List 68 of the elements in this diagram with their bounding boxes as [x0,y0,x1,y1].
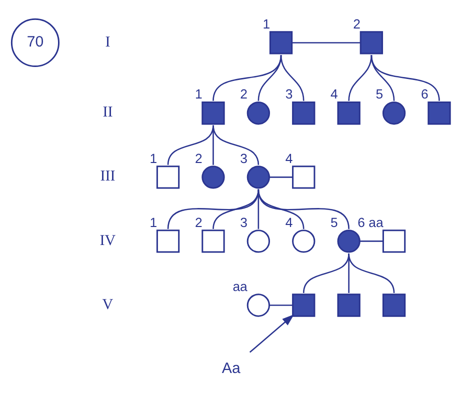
connector [348,54,372,101]
node-box [292,294,316,317]
node-box [292,102,316,125]
node-circle [246,166,270,189]
connector [167,125,214,166]
connector [212,125,260,166]
node-label: 5 [330,214,338,230]
node-box [156,230,180,253]
node-circle [246,102,270,125]
node-label: 1 [262,16,270,32]
node-circle [246,230,270,253]
node-label: 4 [330,86,338,102]
node-label: 6 [420,86,428,102]
node-label: 3 [240,214,248,230]
node-text: Aa [222,360,240,377]
node-label: 1 [150,214,158,230]
node-label: 2 [240,86,248,102]
node-circle [382,102,406,125]
node-label: aa [232,278,248,294]
connector [269,176,293,178]
node-box [382,230,406,253]
connector [212,125,214,165]
connector [360,240,384,242]
connector [258,189,350,230]
node-box [337,294,360,317]
node-label: 4 [285,214,293,230]
connector [269,304,293,306]
connector [370,54,395,101]
node-label: 3 [285,86,293,102]
node-circle [202,166,225,189]
node-box [269,31,293,54]
connector [302,253,350,294]
connector [212,54,282,101]
node-box [428,102,451,125]
connector [258,54,282,101]
node-label: 4 [285,150,293,166]
node-circle [337,230,360,253]
node-box [202,230,225,253]
node-box [156,166,180,189]
label: III [100,168,116,185]
node-box [382,294,406,317]
node-circle [246,294,270,317]
connector [348,253,350,293]
connector [212,189,260,230]
node-label: 6 aa [358,214,384,230]
node-box [202,102,225,125]
label: V [102,296,114,313]
label: IV [100,232,116,249]
node-label: 5 [376,86,384,102]
connector [280,54,304,101]
label: I [105,34,110,50]
connector [370,54,440,101]
node-label: 2 [194,214,202,230]
label: II [102,104,113,121]
node-box [337,102,360,125]
node-label: 2 [353,16,361,32]
node-label: 1 [150,150,158,166]
node-circle [292,230,316,253]
connector [292,42,361,44]
node-label: 3 [240,150,248,166]
node-box [360,31,384,54]
node-box [292,166,316,189]
arrow [249,314,294,353]
node-label: 1 [194,86,202,102]
connector [348,253,395,294]
connector [167,189,260,230]
node-label: 2 [194,150,202,166]
node-circle: 70 [10,18,60,68]
